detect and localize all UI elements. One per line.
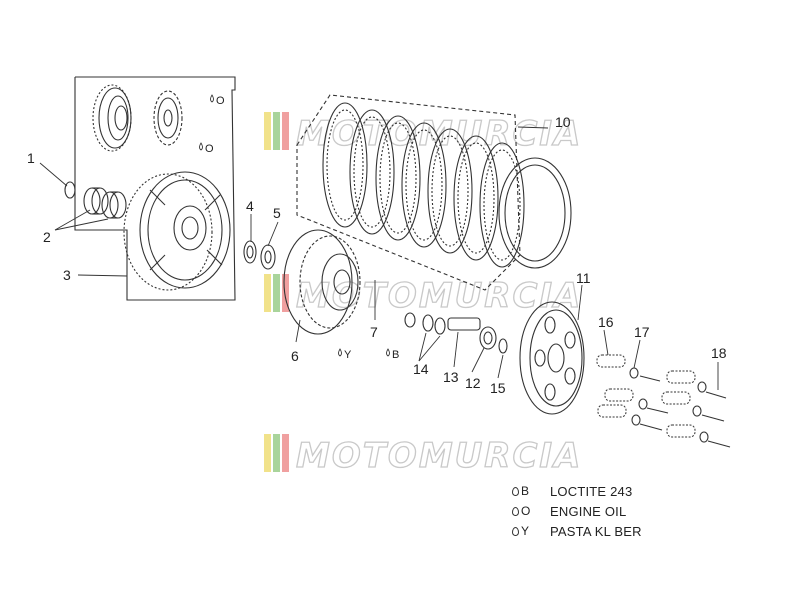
drop-icon (512, 526, 519, 536)
callout-3: 3 (63, 267, 71, 283)
spring-screws (639, 375, 731, 448)
callout-7: 7 (370, 324, 378, 340)
pressure-plate (519, 301, 585, 415)
legend-text: ENGINE OIL (550, 503, 627, 519)
oil-mark-basket: O (199, 142, 214, 155)
callout-15: 15 (490, 380, 506, 396)
thrust-washer (64, 181, 76, 199)
callout-18: 18 (711, 345, 727, 361)
legend-code: B (521, 484, 530, 498)
callout-10: 10 (555, 114, 571, 130)
callout-numbers: 1 2 3 4 5 6 7 10 11 12 13 14 15 16 17 18 (27, 114, 727, 396)
watermark-text: MOTOMURCIA (296, 436, 582, 476)
callout-16: 16 (598, 314, 614, 330)
washer-4 (243, 240, 257, 264)
mark-letter: O (205, 143, 214, 155)
callout-2: 2 (43, 229, 51, 245)
legend-row-loctite: B LOCTITE 243 (512, 481, 642, 501)
loctite-mark: B (386, 348, 399, 361)
spring-washers (629, 367, 709, 443)
callout-6: 6 (291, 348, 299, 364)
clutch-plate-stack (322, 102, 572, 269)
callout-4: 4 (246, 198, 254, 214)
drop-icon (512, 486, 519, 496)
legend: B LOCTITE 243 O ENGINE OIL Y PASTA KL BE… (512, 481, 642, 541)
grease-mark: Y (338, 348, 352, 361)
callout-1: 1 (27, 150, 35, 166)
mark-letter: B (392, 349, 399, 361)
clutch-basket (123, 171, 231, 291)
needle-bushing-b (101, 191, 127, 219)
watermark-text: MOTOMURCIA (296, 114, 582, 154)
watermark-middle: MOTOMURCIA (264, 274, 581, 317)
leader-lines (39, 126, 719, 390)
clutch-springs (596, 354, 696, 438)
callout-17: 17 (634, 324, 650, 340)
clutch-hub (283, 229, 361, 335)
callout-14: 14 (413, 361, 429, 377)
basket-group-outline (74, 76, 236, 301)
legend-row-grease: Y PASTA KL BER (512, 521, 642, 541)
callout-11: 11 (576, 270, 591, 286)
legend-text: PASTA KL BER (550, 523, 642, 539)
callout-5: 5 (273, 205, 281, 221)
watermark-bottom: MOTOMURCIA (264, 434, 582, 477)
callout-12: 12 (465, 375, 481, 391)
callout-13: 13 (443, 369, 459, 385)
legend-row-engine-oil: O ENGINE OIL (512, 501, 642, 521)
legend-code: O (521, 504, 531, 518)
washer-5 (260, 244, 276, 270)
drop-icon (512, 506, 519, 516)
legend-code: Y (521, 524, 530, 538)
primary-gear (92, 84, 132, 152)
mark-letter: O (216, 95, 225, 107)
watermark-top: MOTOMURCIA (264, 112, 582, 155)
needle-bushing-a (83, 187, 109, 215)
oil-mark-sprocket: O (210, 94, 225, 107)
pushrod-parts (404, 312, 508, 354)
mark-letter: Y (344, 349, 352, 361)
legend-text: LOCTITE 243 (550, 483, 633, 499)
sprocket (153, 90, 183, 146)
